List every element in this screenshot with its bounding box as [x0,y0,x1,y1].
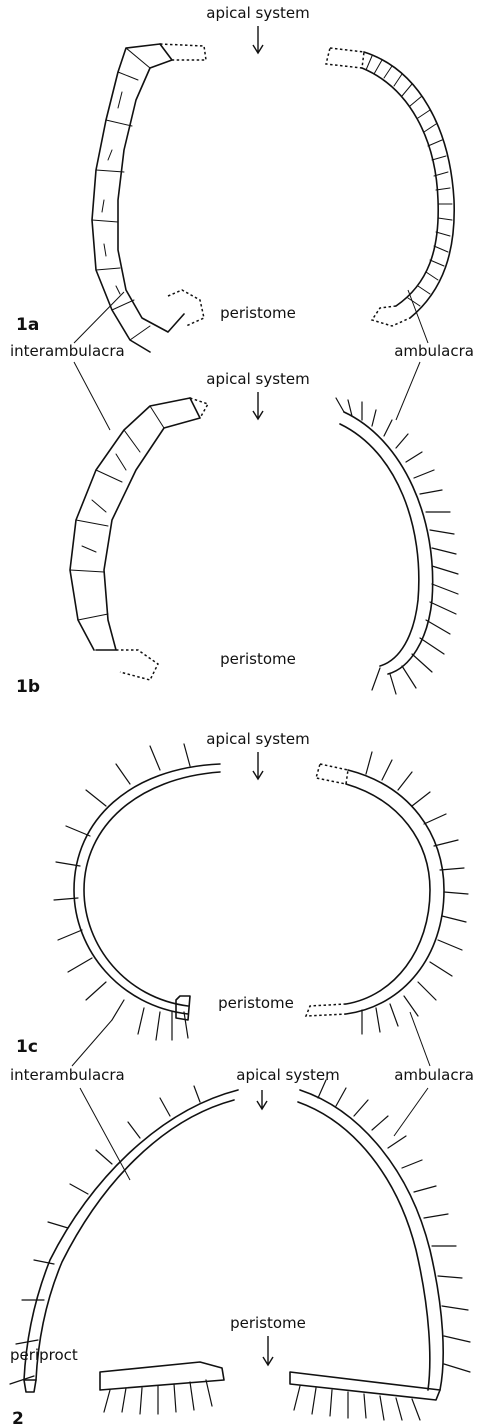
leader-line [394,1088,428,1136]
interambulacral-section [92,44,206,352]
ambulacra-callout: ambulacra [394,342,474,360]
oral-plates-left [100,1362,224,1414]
peristome-label: peristome [230,1314,306,1332]
panel-1b: apical system peristome 1b [16,370,458,697]
ambulacral-section [336,398,458,694]
interambulacra-callout: interambulacra [10,342,125,360]
peristome-label: peristome [220,650,296,668]
apical-system-label: apical system [206,4,309,22]
panel-1a: apical system peristome 1a [16,4,454,352]
panel-label: 1a [16,315,39,335]
apical-arrow [253,752,263,779]
panel-label: 1c [16,1037,38,1057]
interambulacral-section [70,398,208,680]
panel-label: 2 [12,1409,24,1428]
apical-arrow [253,392,263,419]
leader-line [74,362,110,430]
leader-line [72,1020,112,1066]
panel-2: apical system peristome periproct 2 [10,1066,470,1428]
leader-line [410,1012,430,1066]
oral-plates-right [290,1372,440,1420]
panel-1c: apical system peristome 1c [16,730,468,1057]
peristome-label: peristome [218,994,294,1012]
apical-system-label: apical system [206,370,309,388]
leader-line [396,362,420,420]
interambulacra-callout: interambulacra [10,1066,125,1084]
interambulacral-section [54,744,220,1040]
ambulacral-section [298,1080,470,1390]
ambulacral-section [306,752,468,1034]
peristome-label: peristome [220,304,296,322]
apical-arrow [253,26,263,53]
apical-system-label: apical system [236,1066,339,1084]
ambulacra-callout: ambulacra [394,1066,474,1084]
apical-system-label: apical system [206,730,309,748]
ambulacral-section [326,48,454,326]
panel-label: 1b [16,677,40,697]
leader-line [80,1088,130,1180]
periproct-label: periproct [10,1346,78,1364]
apical-arrow [257,1090,267,1109]
peristome-arrow [263,1336,273,1365]
